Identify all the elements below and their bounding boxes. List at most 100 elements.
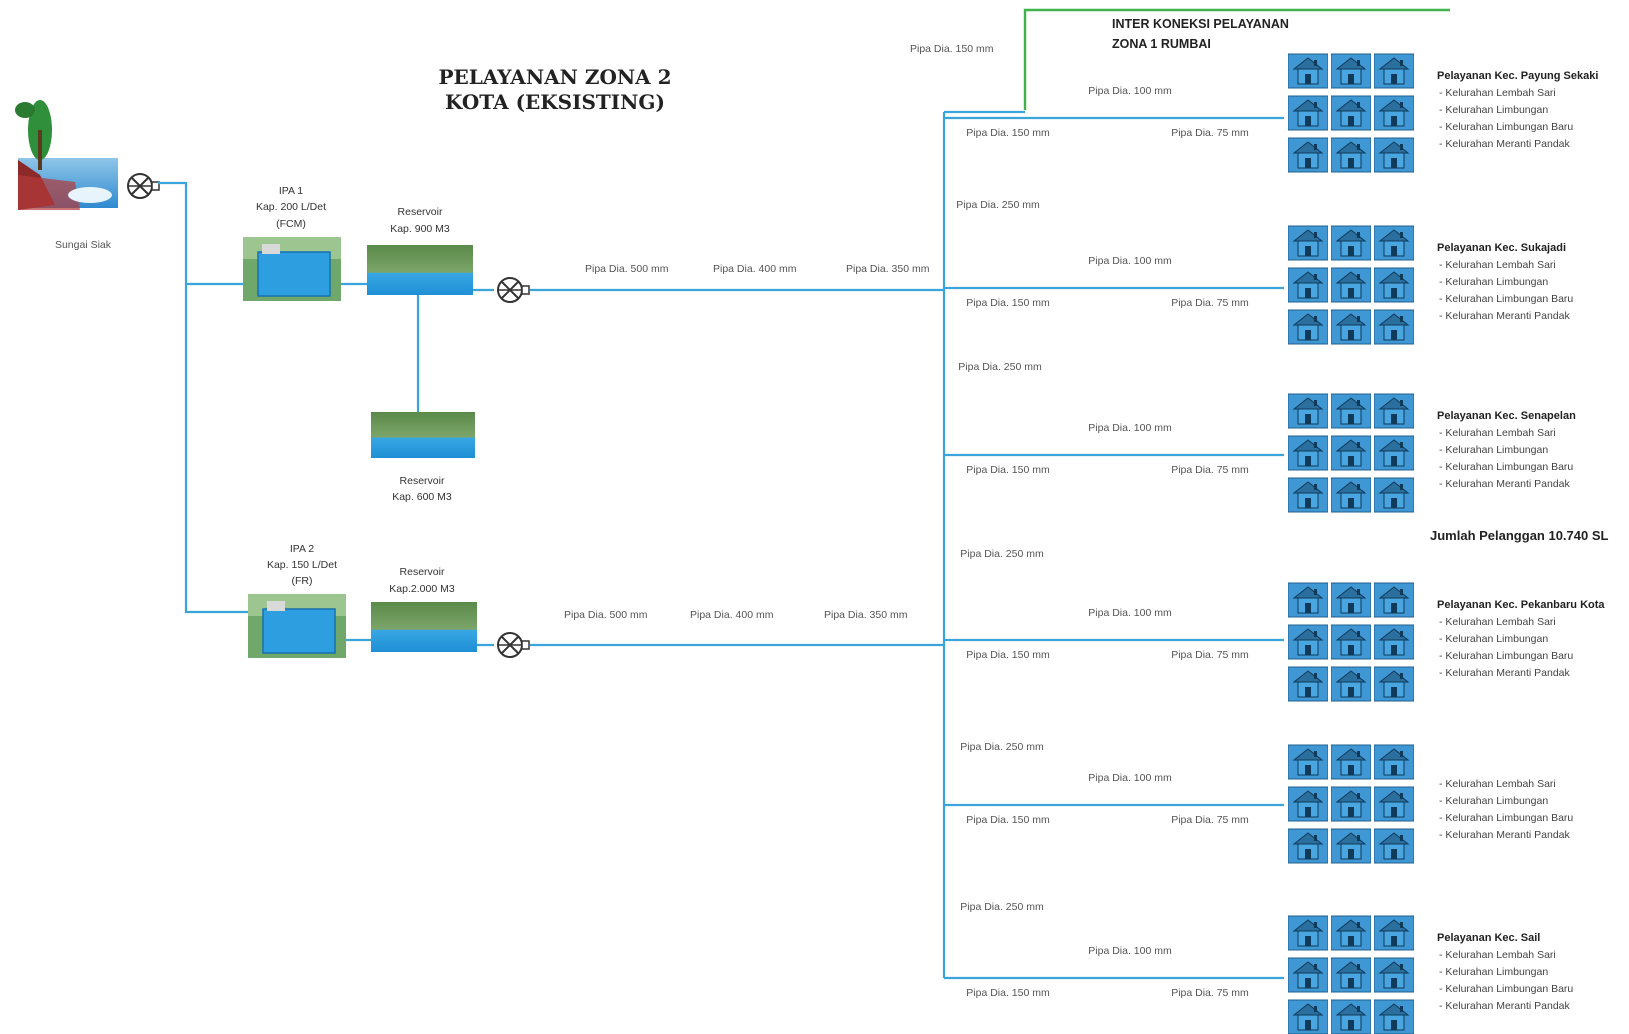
house-icon — [1288, 225, 1328, 261]
house-icon — [1288, 53, 1328, 89]
zone-pipe-75-label: Pipa Dia. 75 mm — [1171, 987, 1249, 999]
zone-kelurahan-item: - Kelurahan Limbungan Baru — [1439, 650, 1573, 662]
zone-kelurahan-item: - Kelurahan Limbungan — [1439, 276, 1548, 288]
ipa2-treatment-plant-icon — [248, 594, 346, 658]
zone-pipe-100-label: Pipa Dia. 100 mm — [1088, 607, 1172, 619]
house-icon — [1288, 957, 1328, 993]
top-pipe-350-label: Pipa Dia. 350 mm — [846, 263, 930, 275]
ipa2-label-line1: IPA 2 — [290, 543, 314, 555]
interconnection-pipe — [1023, 8, 1450, 110]
zone-pipe-150-label: Pipa Dia. 150 mm — [966, 127, 1050, 139]
house-icon — [1331, 786, 1371, 822]
zone-kelurahan-item: - Kelurahan Meranti Pandak — [1439, 667, 1570, 679]
zone-pipe-150-label: Pipa Dia. 150 mm — [966, 987, 1050, 999]
house-icon — [1374, 828, 1414, 864]
house-icon — [1331, 95, 1371, 131]
house-icon — [1288, 435, 1328, 471]
house-icon — [1288, 786, 1328, 822]
zone-kelurahan-item: - Kelurahan Meranti Pandak — [1439, 829, 1570, 841]
zone-heading: Pelayanan Kec. Sukajadi — [1437, 242, 1566, 254]
zone-pipe-75-label: Pipa Dia. 75 mm — [1171, 297, 1249, 309]
trunk-250-label-1: Pipa Dia. 250 mm — [956, 199, 1040, 211]
service-zones: Pipa Dia. 150 mm Pipa Dia. 100 mm Pipa Dia… — [944, 53, 1605, 1034]
house-icon — [1331, 137, 1371, 173]
house-icon — [1331, 309, 1371, 345]
source-label: Sungai Siak — [55, 239, 112, 251]
house-icon — [1331, 624, 1371, 660]
top-pipe-500-label: Pipa Dia. 500 mm — [585, 263, 669, 275]
house-icon — [1288, 915, 1328, 951]
reservoir-mid-icon — [371, 412, 475, 458]
house-icon — [1288, 309, 1328, 345]
ipa2-label-line2: Kap. 150 L/Det — [267, 559, 337, 571]
zone-pipe-150-label: Pipa Dia. 150 mm — [966, 814, 1050, 826]
zone-kelurahan-item: - Kelurahan Limbungan Baru — [1439, 293, 1573, 305]
house-icon — [1331, 393, 1371, 429]
zone-heading: Pelayanan Kec. Payung Sekaki — [1437, 70, 1598, 82]
zone-heading: Pelayanan Kec. Sail — [1437, 932, 1540, 944]
house-icon — [1374, 225, 1414, 261]
house-icon — [1374, 957, 1414, 993]
top-pipe-400-label: Pipa Dia. 400 mm — [713, 263, 797, 275]
reservoir1-label-line1: Reservoir — [398, 206, 443, 218]
interconnection-pipe-label: Pipa Dia. 150 mm — [910, 43, 994, 55]
house-icon — [1331, 666, 1371, 702]
zone-kelurahan-item: - Kelurahan Limbungan — [1439, 633, 1548, 645]
zone-kelurahan-item: - Kelurahan Limbungan — [1439, 444, 1548, 456]
house-icon — [1374, 915, 1414, 951]
house-icon — [1288, 666, 1328, 702]
zone-kelurahan-item: - Kelurahan Lembah Sari — [1439, 259, 1556, 271]
trunk-250-label-4: Pipa Dia. 250 mm — [960, 741, 1044, 753]
house-icon — [1374, 137, 1414, 173]
house-icon — [1374, 666, 1414, 702]
trunk-250-label-5: Pipa Dia. 250 mm — [960, 901, 1044, 913]
house-icon — [1374, 393, 1414, 429]
house-icon — [1288, 999, 1328, 1034]
zone-pipe-75-label: Pipa Dia. 75 mm — [1171, 814, 1249, 826]
house-icon — [1331, 267, 1371, 303]
zone-kelurahan-item: - Kelurahan Meranti Pandak — [1439, 1000, 1570, 1012]
zone-pipe-75-label: Pipa Dia. 75 mm — [1171, 127, 1249, 139]
bottom-pipe-400-label: Pipa Dia. 400 mm — [690, 609, 774, 621]
house-icon — [1374, 435, 1414, 471]
ipa1-treatment-plant-icon — [243, 237, 341, 301]
house-icon — [1374, 582, 1414, 618]
ipa1-label-line2: Kap. 200 L/Det — [256, 201, 326, 213]
zone-kelurahan-item: - Kelurahan Limbungan — [1439, 795, 1548, 807]
house-icon — [1331, 435, 1371, 471]
zone-pipe-75-label: Pipa Dia. 75 mm — [1171, 649, 1249, 661]
zone-pipe-100-label: Pipa Dia. 100 mm — [1088, 85, 1172, 97]
reservoir2-label-line1: Reservoir — [400, 566, 445, 578]
zone-kelurahan-item: - Kelurahan Meranti Pandak — [1439, 478, 1570, 490]
zone-1: Pipa Dia. 150 mm Pipa Dia. 100 mm Pipa Dia… — [944, 53, 1598, 173]
zone-pipe-150-label: Pipa Dia. 150 mm — [966, 464, 1050, 476]
ipa1-label-line3: (FCM) — [276, 218, 306, 230]
zone-kelurahan-item: - Kelurahan Lembah Sari — [1439, 778, 1556, 790]
zone-kelurahan-item: - Kelurahan Lembah Sari — [1439, 427, 1556, 439]
zone-kelurahan-item: - Kelurahan Limbungan Baru — [1439, 121, 1573, 133]
trunk-250-label-3: Pipa Dia. 250 mm — [960, 548, 1044, 560]
house-icon — [1288, 828, 1328, 864]
reservoir1-label-line2: Kap. 900 M3 — [390, 223, 450, 235]
zone-pipe-100-label: Pipa Dia. 100 mm — [1088, 255, 1172, 267]
house-icon — [1331, 477, 1371, 513]
zone-kelurahan-item: - Kelurahan Limbungan — [1439, 966, 1548, 978]
reservoir2-icon — [371, 602, 477, 652]
house-icon — [1374, 999, 1414, 1034]
house-icon — [1374, 477, 1414, 513]
ipa1-label-line1: IPA 1 — [279, 185, 303, 197]
house-icon — [1288, 582, 1328, 618]
zone-heading: Pelayanan Kec. Senapelan — [1437, 410, 1576, 422]
house-icon — [1288, 624, 1328, 660]
house-icon — [1288, 267, 1328, 303]
source-trunk-pipe — [158, 181, 248, 614]
zone-pipe-100-label: Pipa Dia. 100 mm — [1088, 422, 1172, 434]
house-icon — [1374, 53, 1414, 89]
reservoir-mid-label-line1: Reservoir — [400, 475, 445, 487]
house-icon — [1374, 744, 1414, 780]
